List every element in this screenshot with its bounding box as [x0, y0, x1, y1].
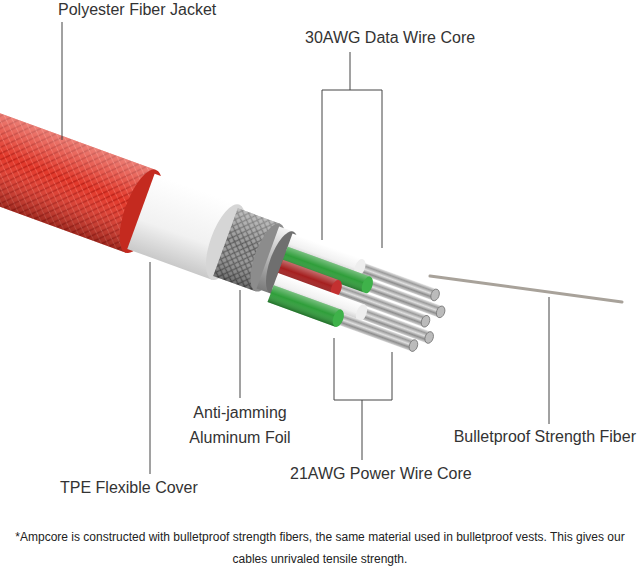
part-label: 30AWG Data Wire Core: [305, 28, 475, 48]
part-label: 21AWG Power Wire Core: [290, 464, 472, 484]
part-label: TPE Flexible Cover: [60, 478, 198, 498]
part-label: Anti-jamming Aluminum Foil: [180, 400, 300, 450]
part-label: Bulletproof Strength Fiber: [454, 427, 636, 447]
caption-note: *Ampcore is constructed with bulletproof…: [8, 526, 632, 570]
part-label: Polyester Fiber Jacket: [58, 0, 216, 20]
